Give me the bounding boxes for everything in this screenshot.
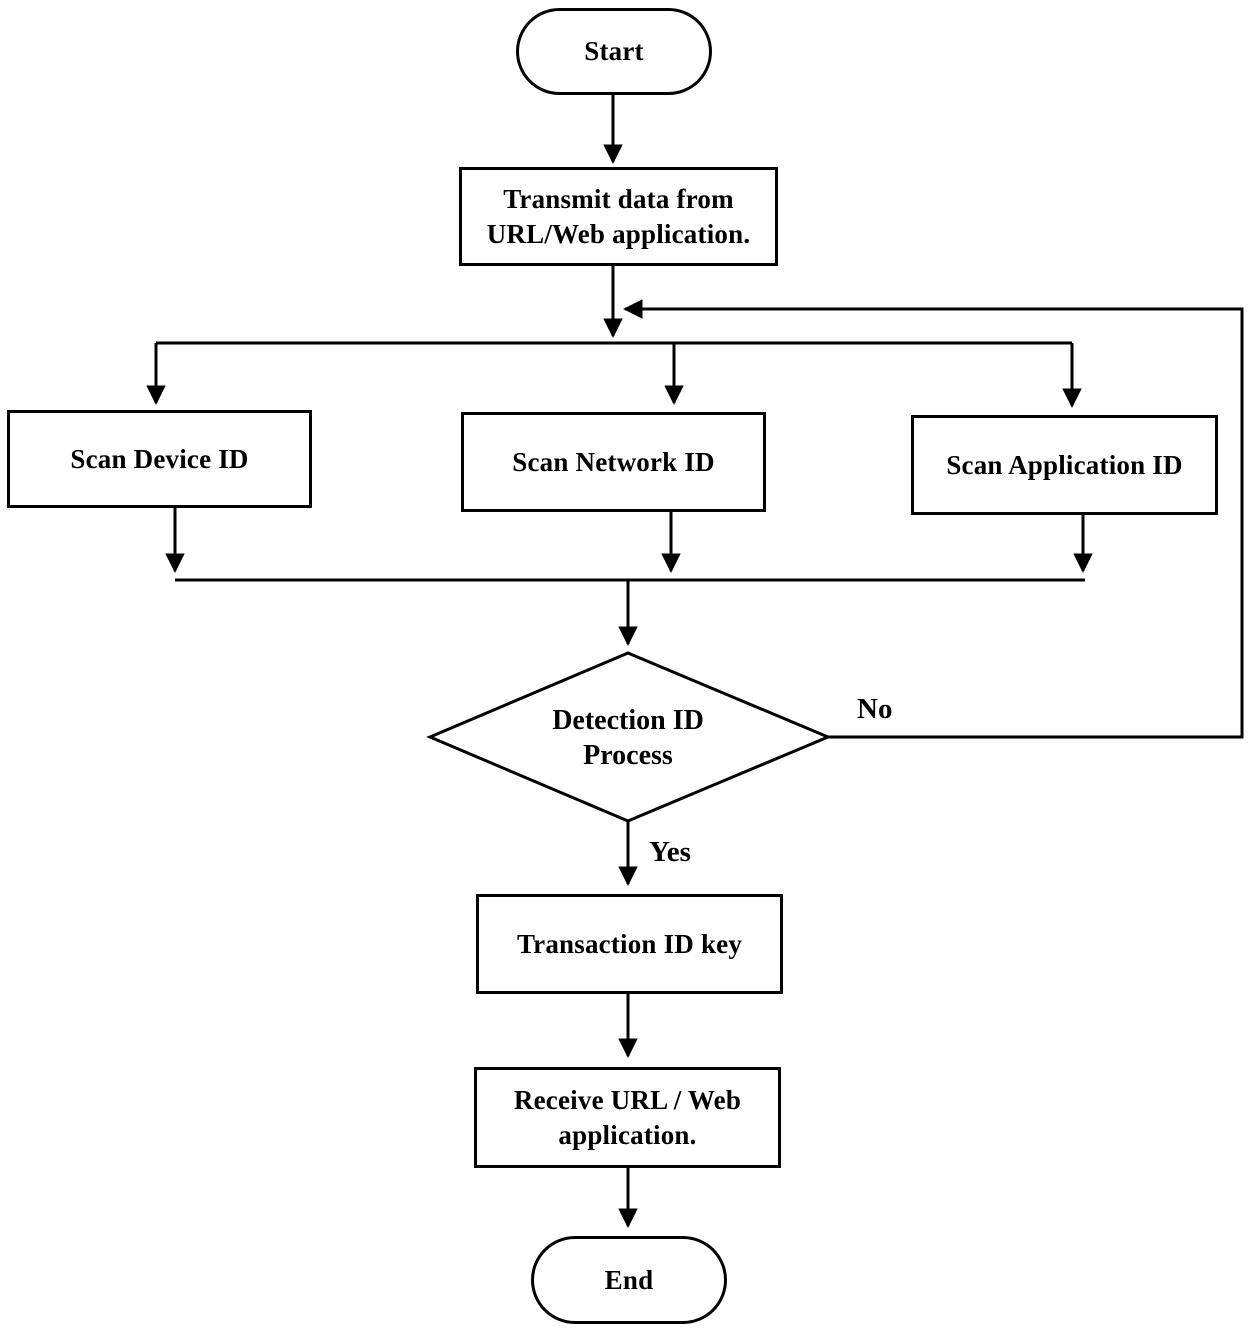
node-transmit-label-line2: URL/Web application. (486, 218, 751, 249)
edge-label-yes-text: Yes (649, 836, 691, 868)
node-start-label: Start (584, 36, 644, 66)
edge-decision-no-loop (623, 299, 1244, 739)
node-scan-application: Scan Application ID (911, 415, 1218, 515)
node-receive-label-line1: Receive URL / Web (513, 1084, 742, 1115)
node-scan-network-label: Scan Network ID (512, 446, 715, 477)
node-end-label: End (604, 1264, 654, 1295)
edge-label-no-text: No (857, 693, 893, 725)
node-scan-network: Scan Network ID (461, 412, 766, 512)
node-receive: Receive URL / Web application. (474, 1067, 781, 1168)
node-transaction: Transaction ID key (476, 894, 783, 994)
node-transmit: Transmit data from URL/Web application. (459, 167, 778, 266)
node-scan-device-label: Scan Device ID (70, 443, 249, 474)
edge-label-no: No (857, 694, 892, 724)
node-transaction-label: Transaction ID key (516, 928, 743, 959)
node-decision-label: Detection ID Process (478, 699, 778, 777)
edge-label-yes: Yes (649, 837, 691, 867)
node-decision-label-line2: Process (583, 740, 673, 771)
node-receive-label-line2: application. (558, 1119, 697, 1150)
node-scan-application-label: Scan Application ID (946, 449, 1183, 480)
node-start: Start (516, 8, 712, 95)
node-scan-device: Scan Device ID (7, 410, 312, 508)
node-transmit-label-line1: Transmit data from (503, 183, 734, 214)
node-end: End (531, 1236, 727, 1324)
node-decision-label-line1: Detection ID (552, 705, 704, 736)
